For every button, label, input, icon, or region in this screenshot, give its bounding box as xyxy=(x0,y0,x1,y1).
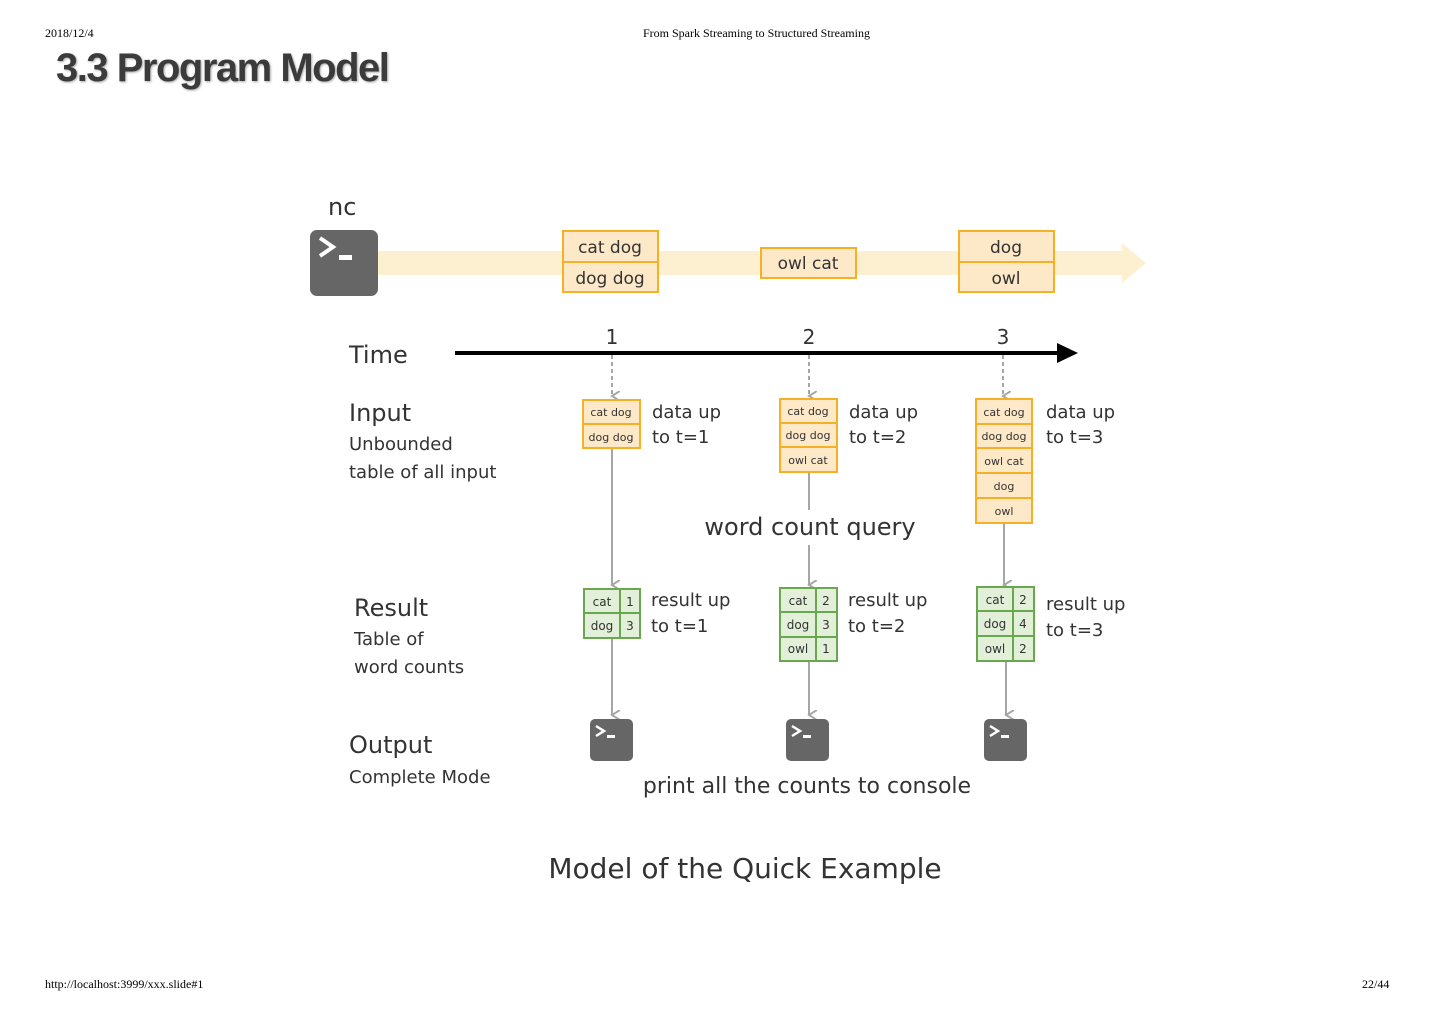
input-note-2-line-2: to t=2 xyxy=(849,427,906,448)
time-label: Time xyxy=(348,341,408,369)
result-note-1-line-2: to t=1 xyxy=(651,616,708,637)
result-note-3-line-2: to t=3 xyxy=(1046,620,1103,641)
result-2-count-2: 3 xyxy=(822,618,830,632)
query-label: word count query xyxy=(704,513,915,541)
tick-1: 1 xyxy=(606,325,619,349)
input-table-3-row-4: dog xyxy=(994,480,1015,493)
stream-batch-1-line-1: cat dog xyxy=(578,238,642,258)
result-3-word-1: cat xyxy=(986,593,1005,607)
result-row-sub1: Table of xyxy=(353,629,424,650)
time-axis-arrowhead xyxy=(1057,343,1078,363)
result-1-word-2: dog xyxy=(591,619,614,633)
result-row-title: Result xyxy=(354,594,428,622)
terminal-icon xyxy=(310,230,378,296)
stream-batch-1-line-2: dog dog xyxy=(575,269,644,289)
input-table-1: cat dog dog dog xyxy=(582,399,641,449)
input-table-2-row-2: dog dog xyxy=(786,429,831,442)
terminal-icon xyxy=(984,719,1027,761)
result-note-2-line-1: result up xyxy=(848,590,927,611)
input-table-3-row-5: owl xyxy=(995,505,1014,518)
result-3-word-3: owl xyxy=(985,642,1006,656)
result-2-count-1: 2 xyxy=(822,594,830,608)
result-3-count-2: 4 xyxy=(1019,617,1027,631)
result-1-word-1: cat xyxy=(593,595,612,609)
input-row-sub2: table of all input xyxy=(349,462,496,483)
terminal-icon xyxy=(786,719,829,761)
header-date: 2018/12/4 xyxy=(45,26,94,40)
result-table-1: cat 1 dog 3 xyxy=(583,588,641,639)
input-table-2-row-1: cat dog xyxy=(787,405,828,418)
footer-page-number: 22/44 xyxy=(1362,977,1390,991)
output-row-title: Output xyxy=(349,731,432,759)
stream-batch-3-line-2: owl xyxy=(991,269,1020,289)
tick-2: 2 xyxy=(803,325,816,349)
footer-url: http://localhost:3999/xxx.slide#1 xyxy=(45,977,204,991)
input-table-1-row-1: cat dog xyxy=(590,406,631,419)
result-note-3-line-1: result up xyxy=(1046,594,1125,615)
input-note-3-line-1: data up xyxy=(1046,402,1115,423)
diagram-caption: Model of the Quick Example xyxy=(548,852,941,885)
stream-batch-3-line-1: dog xyxy=(990,238,1022,258)
stream-batch-3: dog owl xyxy=(958,230,1055,293)
output-row-sub1: Complete Mode xyxy=(349,767,491,788)
header-doc-title: From Spark Streaming to Structured Strea… xyxy=(643,26,870,40)
result-table-2: cat 2 dog 3 owl 1 xyxy=(779,587,838,662)
input-note-1-line-2: to t=1 xyxy=(652,427,709,448)
output-label: print all the counts to console xyxy=(643,774,971,799)
input-table-2-row-3: owl cat xyxy=(788,454,828,467)
result-1-count-2: 3 xyxy=(626,619,634,633)
stream-batch-1: cat dog dog dog xyxy=(562,230,659,293)
input-table-3-row-2: dog dog xyxy=(982,430,1027,443)
input-table-3-row-3: owl cat xyxy=(984,455,1024,468)
result-note-1-line-1: result up xyxy=(651,590,730,611)
result-note-2-line-2: to t=2 xyxy=(848,616,905,637)
result-3-word-2: dog xyxy=(984,617,1007,631)
result-2-word-2: dog xyxy=(787,618,810,632)
result-table-3: cat 2 dog 4 owl 2 xyxy=(976,586,1035,662)
input-note-1-line-1: data up xyxy=(652,402,721,423)
input-table-3-row-1: cat dog xyxy=(983,406,1024,419)
result-3-count-1: 2 xyxy=(1019,593,1027,607)
input-table-1-row-2: dog dog xyxy=(589,431,634,444)
stream-batch-2-line-1: owl cat xyxy=(778,254,839,274)
result-2-count-3: 1 xyxy=(822,642,830,656)
result-2-word-1: cat xyxy=(789,594,808,608)
input-table-2: cat dog dog dog owl cat xyxy=(779,398,838,473)
source-label: nc xyxy=(328,193,356,221)
input-table-3: cat dog dog dog owl cat dog owl xyxy=(975,398,1033,524)
input-note-3-line-2: to t=3 xyxy=(1046,427,1103,448)
tick-3: 3 xyxy=(997,325,1010,349)
result-1-count-1: 1 xyxy=(626,595,634,609)
input-row-title: Input xyxy=(349,399,411,427)
terminal-icon xyxy=(590,719,633,761)
result-row-sub2: word counts xyxy=(354,657,464,678)
stream-batch-2: owl cat xyxy=(760,247,857,279)
slide-title: 3.3 Program Model xyxy=(56,46,390,90)
input-note-2-line-1: data up xyxy=(849,402,918,423)
result-3-count-3: 2 xyxy=(1019,642,1027,656)
result-2-word-3: owl xyxy=(788,642,809,656)
input-row-sub1: Unbounded xyxy=(349,434,453,455)
